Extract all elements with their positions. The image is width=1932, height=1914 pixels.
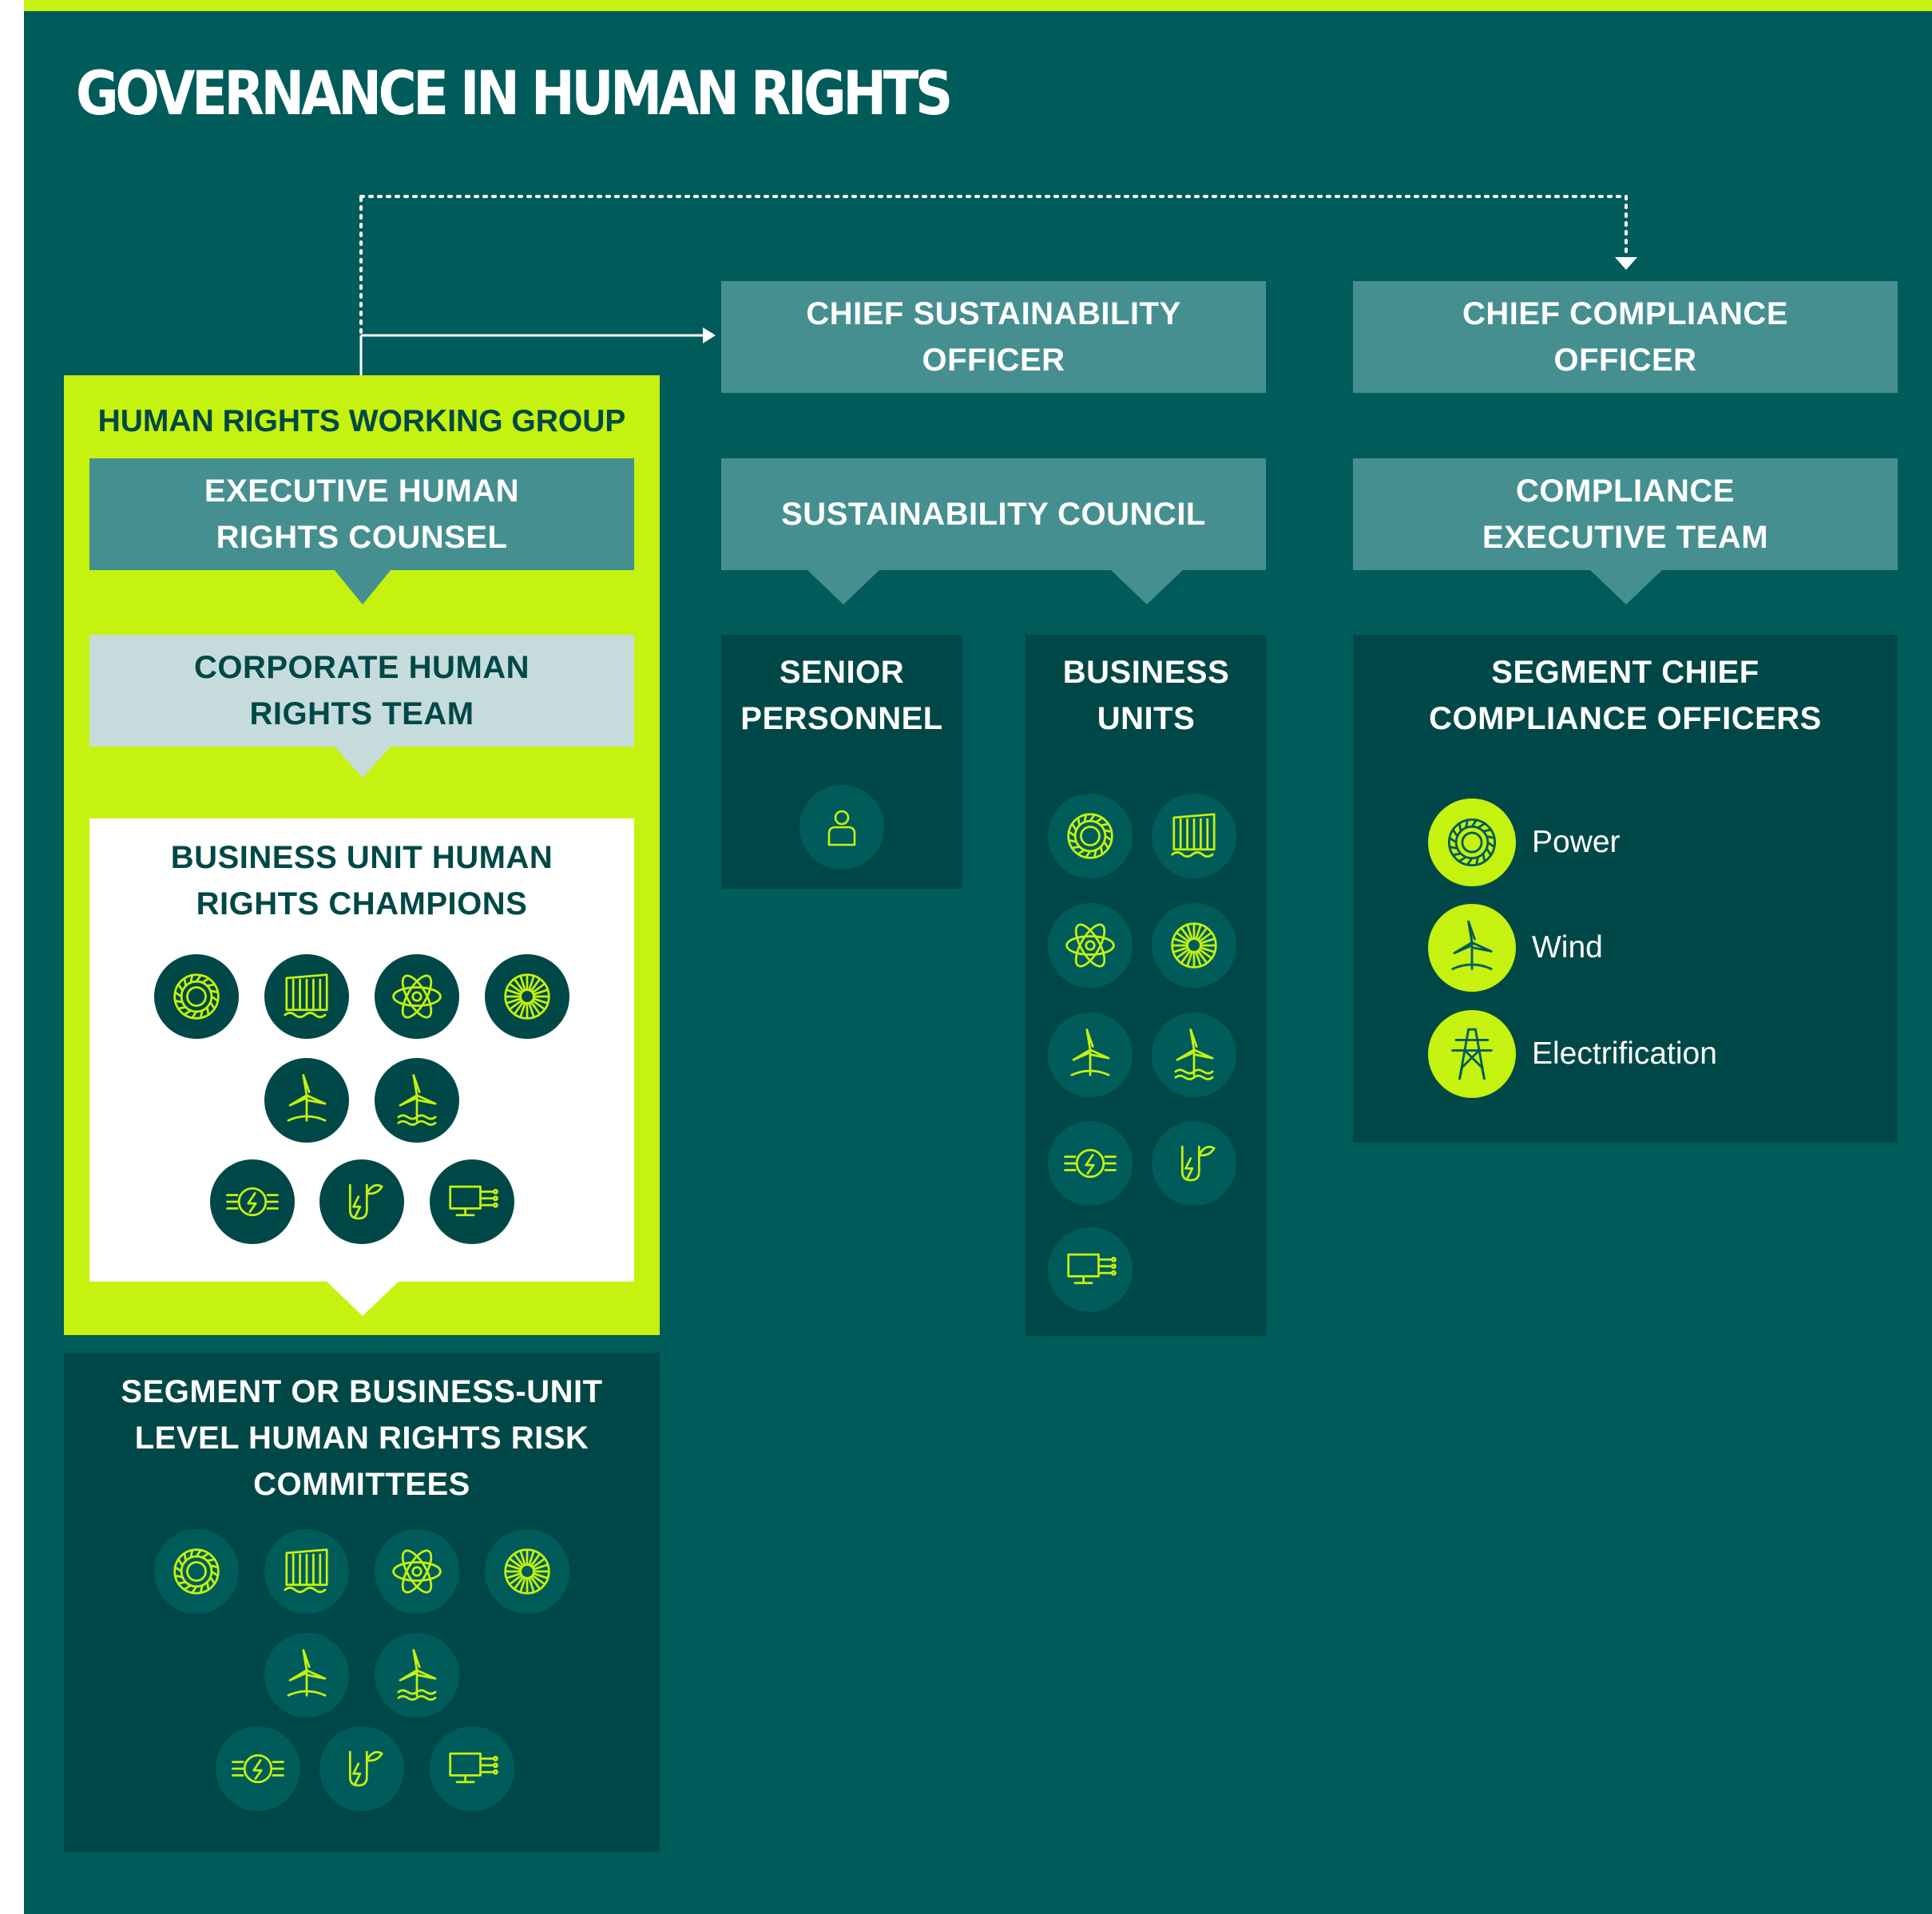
grid-solutions-icon xyxy=(210,1159,295,1244)
sustainability-council-pointer-left xyxy=(807,569,880,604)
hydro-dam-icon-glyph xyxy=(1171,813,1216,858)
power-conversion-icon xyxy=(1152,1121,1236,1206)
human-rights-working-group-label: HUMAN RIGHTS WORKING GROUP xyxy=(97,404,626,438)
nuclear-atom-icon-glyph xyxy=(392,1549,442,1594)
wind-turbine-icon-glyph xyxy=(1451,920,1493,970)
dotted-arrowhead xyxy=(1615,257,1637,270)
nuclear-atom-icon xyxy=(1048,903,1133,988)
chief-compliance-officer-label: CHIEF COMPLIANCE OFFICER xyxy=(1462,296,1788,378)
gas-turbine-icon-glyph xyxy=(173,1548,220,1595)
executive-counsel-pointer xyxy=(334,569,391,604)
digital-icon xyxy=(1048,1227,1133,1312)
nuclear-atom-icon-glyph xyxy=(1065,923,1115,968)
executive-counsel-box: EXECUTIVE HUMAN RIGHTS COUNSEL xyxy=(89,458,634,570)
legend-label-electrification: Electrification xyxy=(1532,1036,1717,1071)
nuclear-atom-icon xyxy=(375,954,459,1039)
risk-committees-label: SEGMENT OR BUSINESS-UNIT LEVEL HUMAN RIG… xyxy=(121,1374,603,1502)
power-conversion-icon-glyph xyxy=(1180,1145,1216,1182)
power-conversion-icon-glyph xyxy=(348,1183,383,1220)
offshore-wind-icon-glyph xyxy=(397,1074,437,1126)
power-conversion-icon-glyph xyxy=(348,1750,383,1787)
accent-top-bar xyxy=(24,0,1932,11)
corporate-team-pointer xyxy=(334,746,391,778)
steam-turbine-icon xyxy=(1152,903,1236,988)
compliance-executive-team-pointer xyxy=(1589,569,1663,604)
grid-solutions-icon-glyph xyxy=(232,1754,284,1784)
digital-icon-glyph xyxy=(1067,1253,1117,1285)
business-units-box: BUSINESS UNITS xyxy=(1026,635,1267,1336)
gas-turbine-icon-glyph xyxy=(173,973,220,1020)
gas-turbine-icon xyxy=(154,1529,239,1614)
grid-solutions-icon-glyph xyxy=(1064,1148,1117,1179)
transmission-tower-icon-glyph xyxy=(1451,1028,1493,1080)
compliance-executive-team-label: COMPLIANCE EXECUTIVE TEAM xyxy=(1482,474,1769,555)
chief-compliance-officer-box: CHIEF COMPLIANCE OFFICER xyxy=(1353,281,1898,393)
nuclear-atom-icon xyxy=(375,1529,459,1614)
steam-turbine-icon xyxy=(485,1529,569,1614)
gas-turbine-icon xyxy=(154,954,239,1039)
sustainability-council-label: SUSTAINABILITY COUNCIL xyxy=(781,497,1206,532)
person-icon-glyph xyxy=(827,810,856,846)
nuclear-atom-icon-glyph xyxy=(392,974,442,1019)
legend-label-wind: Wind xyxy=(1532,930,1603,965)
grid-solutions-icon xyxy=(216,1726,300,1811)
hydro-dam-icon-glyph xyxy=(284,973,328,1019)
offshore-wind-icon-glyph xyxy=(397,1649,437,1701)
grid-solutions-icon xyxy=(1048,1121,1133,1206)
digital-icon xyxy=(430,1726,514,1811)
business-units-label: BUSINESS UNITS xyxy=(1062,655,1230,736)
executive-counsel-label: EXECUTIVE HUMAN RIGHTS COUNSEL xyxy=(204,474,520,555)
steam-turbine-icon-glyph xyxy=(504,1548,550,1595)
solid-arrowhead xyxy=(703,327,716,343)
segment-cco-label: SEGMENT CHIEF COMPLIANCE OFFICERS xyxy=(1429,655,1822,736)
turbine-icon-glyph xyxy=(1447,818,1497,867)
offshore-wind-icon-glyph xyxy=(1174,1028,1214,1080)
gas-turbine-icon xyxy=(1048,794,1133,878)
hydro-dam-icon-glyph xyxy=(284,1548,328,1594)
power-conversion-icon xyxy=(319,1726,404,1811)
corporate-team-label: CORPORATE HUMAN RIGHTS TEAM xyxy=(193,650,530,731)
compliance-executive-team-box: COMPLIANCE EXECUTIVE TEAM xyxy=(1353,458,1898,570)
digital-icon xyxy=(430,1159,514,1244)
page-title: GOVERNANCE IN HUMAN RIGHTS xyxy=(76,57,953,129)
legend-label-power: Power xyxy=(1532,825,1621,859)
digital-icon-glyph xyxy=(449,1185,498,1217)
power-conversion-icon xyxy=(319,1159,404,1244)
steam-turbine-icon-glyph xyxy=(504,973,550,1020)
champions-pointer xyxy=(326,1281,399,1316)
steam-turbine-icon xyxy=(485,954,569,1039)
onshore-wind-icon-glyph xyxy=(1070,1028,1110,1076)
senior-personnel-label: SENIOR PERSONNEL xyxy=(740,655,943,736)
steam-turbine-icon-glyph xyxy=(1171,922,1217,969)
champions-label: BUSINESS UNIT HUMAN RIGHTS CHAMPIONS xyxy=(170,840,553,921)
turbine-icon xyxy=(1428,798,1516,886)
onshore-wind-icon-glyph xyxy=(287,1074,327,1122)
sustainability-council-pointer-right xyxy=(1110,569,1184,604)
gas-turbine-icon-glyph xyxy=(1067,813,1113,859)
digital-icon-glyph xyxy=(449,1752,498,1784)
grid-solutions-icon-glyph xyxy=(226,1187,279,1217)
onshore-wind-icon-glyph xyxy=(287,1649,327,1697)
transmission-tower-icon xyxy=(1428,1010,1516,1098)
sustainability-council-box: SUSTAINABILITY COUNCIL xyxy=(721,458,1266,570)
chief-sustainability-officer-box: CHIEF SUSTAINABILITY OFFICER xyxy=(721,281,1266,393)
corporate-team-box: CORPORATE HUMAN RIGHTS TEAM xyxy=(89,635,634,747)
chief-sustainability-officer-label: CHIEF SUSTAINABILITY OFFICER xyxy=(806,296,1181,378)
